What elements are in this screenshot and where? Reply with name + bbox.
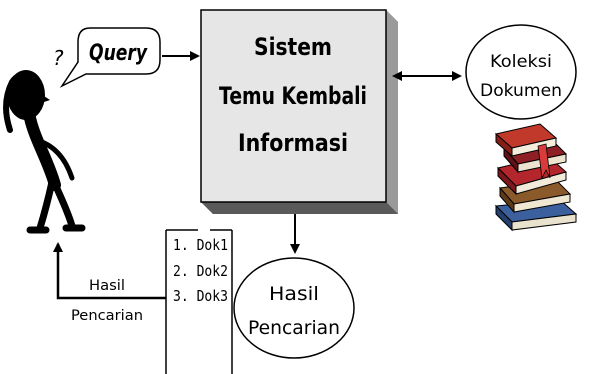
collection-label-line-2: Dokumen: [480, 81, 562, 101]
result-ellipse: [233, 257, 355, 359]
system-box: [200, 9, 398, 214]
feedback-label-line-1: Hasil: [89, 278, 125, 294]
question-mark: ?: [53, 46, 64, 70]
query-bubble: [59, 27, 161, 88]
system-title-line-3: Informasi: [238, 129, 348, 157]
document-list-item: 2. Dok2: [173, 262, 228, 280]
document-list-item: 3. Dok3: [173, 287, 228, 305]
document-list-item: 1. Dok1: [173, 236, 228, 254]
feedback-label-line-2: Pencarian: [71, 308, 143, 324]
result-label-line-1: Hasil: [269, 283, 319, 305]
result-label-line-2: Pencarian: [248, 317, 340, 339]
document-list-box: [165, 229, 233, 374]
query-label: Query: [89, 41, 148, 66]
collection-ellipse: [465, 24, 577, 120]
collection-label-line-1: Koleksi: [490, 52, 552, 72]
system-title-line-1: Sistem: [254, 33, 332, 61]
stick-figure-thinking-icon: [3, 70, 86, 234]
system-title-line-2: Temu Kembali: [219, 82, 367, 110]
feedback-arrow: [53, 242, 166, 300]
book-stack-icon: [494, 123, 578, 232]
